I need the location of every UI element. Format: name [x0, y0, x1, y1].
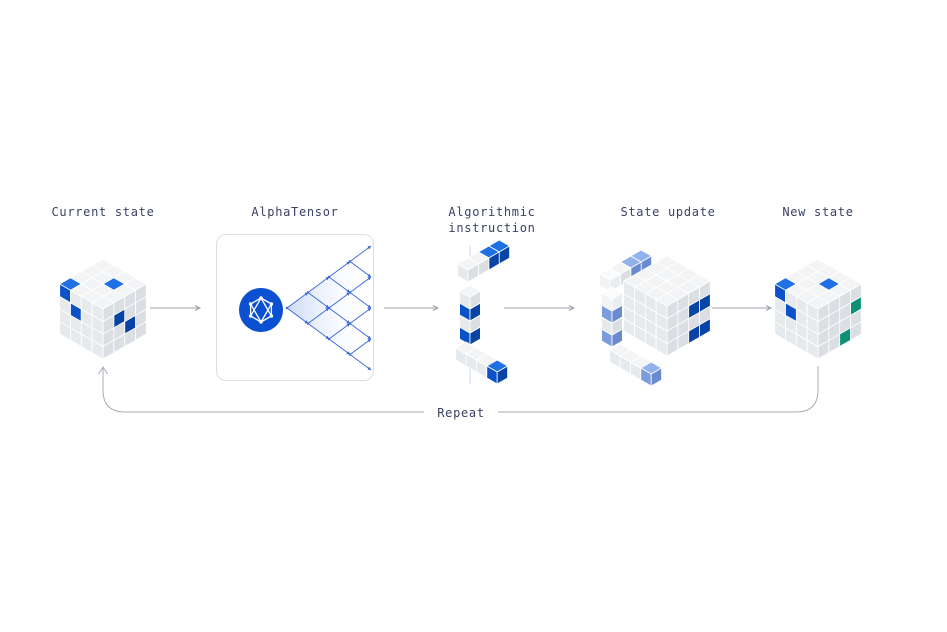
label-algorithmic-instruction: Algorithmic instruction [448, 205, 536, 235]
state-update-figure [599, 249, 711, 387]
search-tree-icon [285, 245, 372, 371]
label-repeat: Repeat [437, 406, 485, 420]
label-alphatensor: AlphaTensor [251, 205, 339, 219]
repeat-loop-arrow [98, 366, 819, 413]
instruction-strips [455, 239, 511, 385]
current-state-cube [59, 258, 147, 360]
label-current-state: Current state [51, 205, 155, 219]
network-icon [239, 288, 283, 332]
new-state-cube [774, 258, 862, 360]
label-new-state: New state [782, 205, 854, 219]
label-state-update: State update [620, 205, 716, 219]
